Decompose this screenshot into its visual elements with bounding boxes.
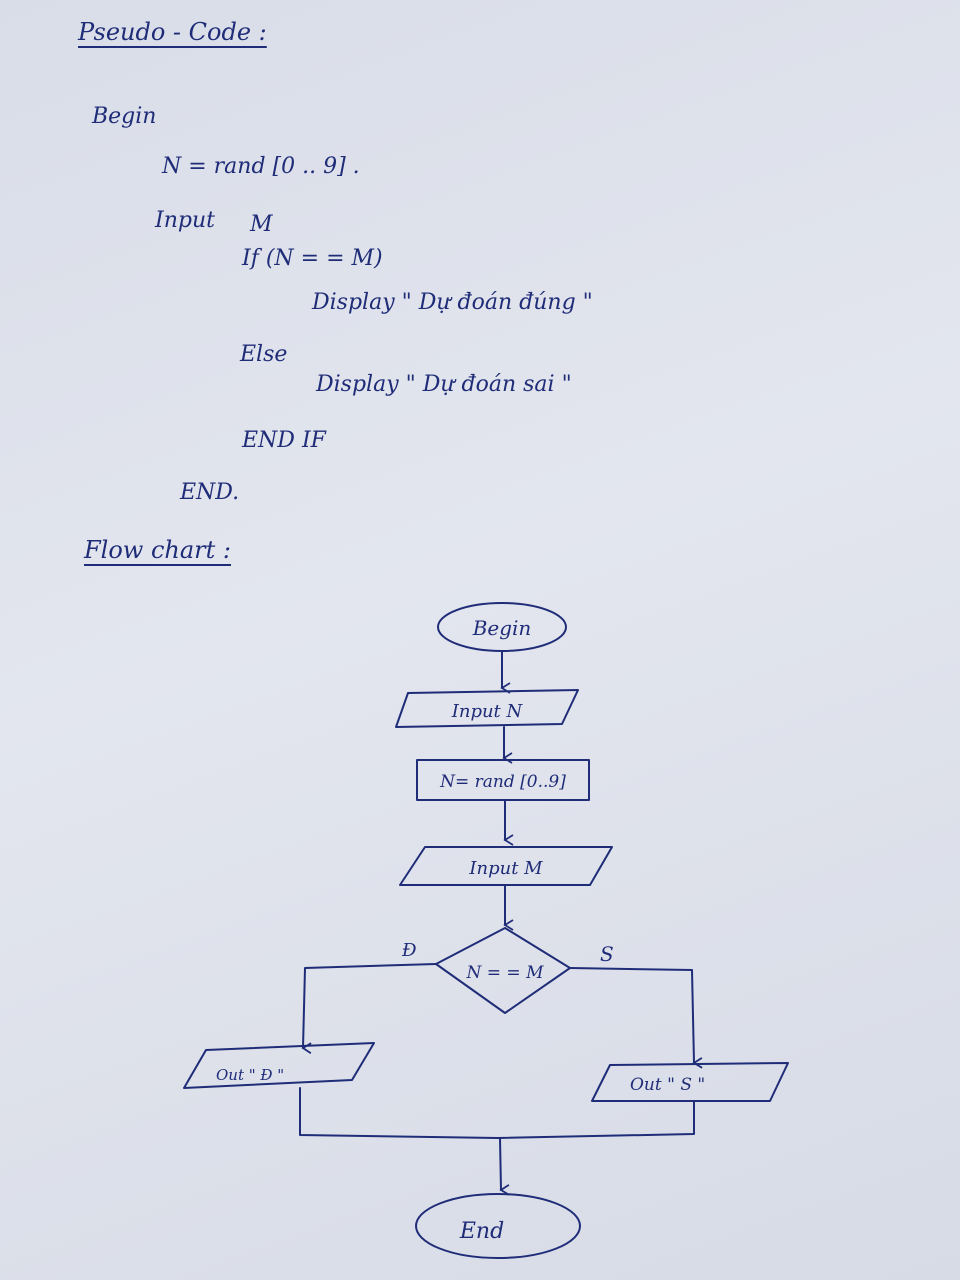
input-m-box xyxy=(399,846,613,886)
begin-label: Begin xyxy=(472,616,532,640)
input-n-box xyxy=(395,689,579,728)
pseudocode-line-display-true: Display " Dự đoán đúng " xyxy=(312,290,593,315)
pseudocode-line-begin: Begin xyxy=(92,104,157,129)
end-terminal xyxy=(415,1193,581,1259)
decision-true-label: S xyxy=(600,942,614,966)
input-m-label: Input M xyxy=(468,858,543,879)
merge-connector xyxy=(299,1087,695,1139)
pseudocode-line-input-var: M xyxy=(250,212,273,237)
input-n-label: Input N xyxy=(451,701,524,722)
arrow-merge-to-end xyxy=(499,1137,510,1196)
decision-diamond xyxy=(435,927,571,1014)
pseudocode-line-else: Else xyxy=(240,342,288,367)
assign-label: N= rand [0..9] xyxy=(439,772,566,792)
flowchart-heading: Flow chart : xyxy=(84,536,231,564)
pseudocode-line-end: END. xyxy=(180,480,240,505)
decision-false-label: Đ xyxy=(401,940,417,961)
pseudocode-line-rand: N = rand [0 .. 9] . xyxy=(162,154,360,179)
arrow-decision-false-branch xyxy=(301,963,437,1054)
decision-label: N = = M xyxy=(466,963,545,983)
assign-box xyxy=(416,759,590,801)
pseudocode-heading: Pseudo - Code : xyxy=(78,18,267,46)
pseudocode-line-input: Input xyxy=(155,208,215,233)
pseudocode-line-end-if: END IF xyxy=(242,428,326,453)
pseudocode-line-display-false: Display " Dự đoán sai " xyxy=(316,372,572,397)
end-label: End xyxy=(459,1219,504,1244)
output-right-box xyxy=(591,1062,789,1102)
output-left-box xyxy=(183,1042,375,1089)
output-left-label: Out " Đ " xyxy=(216,1066,284,1084)
arrow-decision-true-branch xyxy=(569,967,703,1069)
output-right-label: Out " S " xyxy=(630,1075,705,1095)
pseudocode-line-if: If (N = = M) xyxy=(242,246,383,271)
